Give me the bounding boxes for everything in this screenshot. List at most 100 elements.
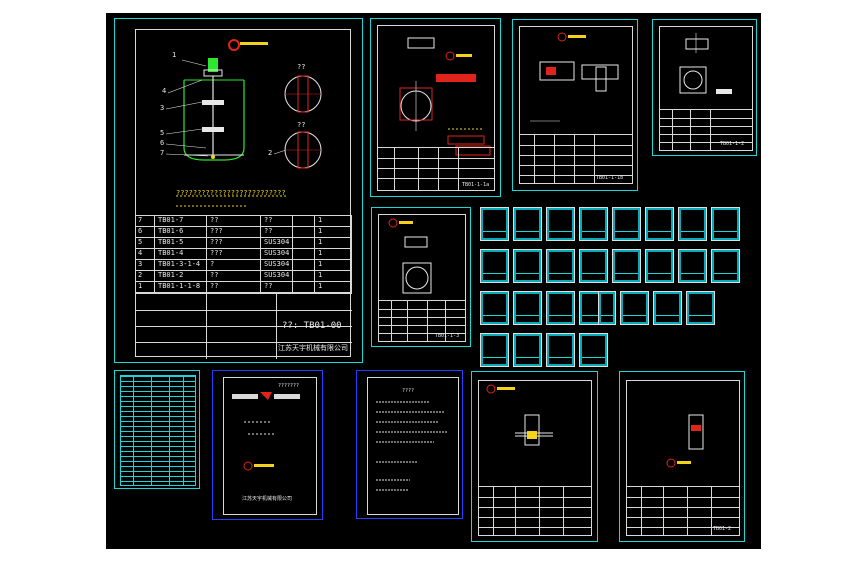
thumbnail-sheet[interactable]: [546, 249, 575, 283]
thumbnail-sheet[interactable]: [513, 291, 542, 325]
parts-cell-count: 1: [318, 227, 323, 235]
thumbnail-sheet[interactable]: [480, 207, 509, 241]
parts-cell-qty: SUS304: [264, 249, 290, 257]
parts-cell-qty: SUS304: [264, 271, 290, 279]
assembly-drawing-sheet[interactable]: 1 4 3 5 6 7 2 ?? ?? ????????????????????…: [114, 18, 363, 363]
parts-cell-name: ???: [210, 249, 223, 257]
detail-b-title-block: [520, 134, 632, 183]
thumbnail-sheet[interactable]: [612, 207, 641, 241]
bom-list-sheet[interactable]: [114, 370, 200, 489]
detail-sheet-c[interactable]: TB01-1-2: [652, 19, 757, 156]
parts-cell-name: ???: [210, 227, 223, 235]
bom-list-table: [121, 376, 195, 485]
thumbnail-sheet[interactable]: [546, 291, 575, 325]
parts-cell-code: TB01-7: [158, 216, 184, 224]
parts-cell-no: 4: [138, 249, 143, 257]
detail-sheet-f[interactable]: TB01-2: [619, 371, 745, 542]
detail-sheet-e[interactable]: [471, 371, 598, 542]
detail-sheet-b[interactable]: TB01-1-1b: [512, 19, 638, 191]
flange-section-drawing: [399, 37, 491, 156]
parts-cell-code: TB01-3-1-4: [158, 260, 201, 268]
detail-sheet-d[interactable]: TB01-1-3: [371, 207, 471, 347]
thumbnail-sheet[interactable]: [513, 249, 542, 283]
thumbnail-sheet[interactable]: [620, 291, 649, 325]
cover-graphics: [232, 392, 300, 471]
detail-f-drawing-no: TB01-2: [713, 526, 732, 532]
notes-text-lines: [376, 401, 448, 491]
parts-cell-no: 7: [138, 216, 143, 224]
parts-cell-count: 1: [318, 260, 323, 268]
thumbnail-sheet[interactable]: [579, 207, 608, 241]
assembly-drawing-frame: 1 4 3 5 6 7 2 ?? ?? ????????????????????…: [135, 29, 352, 359]
parts-cell-name: ?: [210, 260, 215, 268]
thumbnail-sheet[interactable]: [645, 249, 674, 283]
title-block: [136, 293, 352, 359]
thumbnail-sheet[interactable]: [546, 333, 575, 367]
parts-cell-name: ??: [210, 271, 219, 279]
parts-cell-no: 6: [138, 227, 143, 235]
parts-cell-code: TB01-5: [158, 238, 184, 246]
thumbnail-sheet[interactable]: [579, 249, 608, 283]
callout-1: 1: [172, 51, 177, 59]
company-name: 江苏天宇机械有限公司: [278, 344, 348, 352]
parts-cell-code: TB01-2: [158, 271, 184, 279]
parts-cell-no: 3: [138, 260, 143, 268]
pipe-section-drawing: [388, 218, 432, 294]
parts-cell-count: 1: [318, 249, 323, 257]
thumbnail-sheet[interactable]: [480, 333, 509, 367]
parts-cell-name: ??: [210, 282, 219, 290]
parts-cell-qty: ??: [264, 216, 273, 224]
detail-d-title-block: [379, 300, 465, 341]
thumbnail-sheet[interactable]: [579, 333, 608, 367]
shaft-coupling-drawing: [530, 32, 619, 122]
thumbnail-sheet[interactable]: [711, 249, 740, 283]
bushing-drawing: [679, 33, 732, 94]
thumbnail-sheet[interactable]: [546, 207, 575, 241]
thumbnail-sheet[interactable]: [598, 291, 616, 325]
parts-cell-no: 1: [138, 282, 143, 290]
section-label-bottom: ??: [297, 121, 306, 129]
detail-b-drawing-no: TB01-1-1b: [596, 175, 624, 181]
notes-title: ????: [402, 388, 415, 394]
detail-sheet-a[interactable]: TB01-1-1a: [370, 18, 501, 197]
notes-sheet[interactable]: ????: [356, 370, 463, 519]
detail-c-drawing-no: TB01-1-2: [720, 141, 745, 147]
callout-3: 3: [160, 104, 165, 112]
thumbnail-sheet[interactable]: [480, 291, 509, 325]
cover-sheet[interactable]: ??????? 江苏天宇机械有限公司: [212, 370, 323, 520]
thumbnail-sheet[interactable]: [678, 207, 707, 241]
technical-notes: ??????????????????????????: [176, 189, 286, 197]
cad-model-space[interactable]: 1 4 3 5 6 7 2 ?? ?? ????????????????????…: [106, 13, 761, 549]
thumbnail-sheet[interactable]: [612, 249, 641, 283]
thumbnail-sheet[interactable]: [678, 249, 707, 283]
parts-cell-code: TB01-6: [158, 227, 184, 235]
drawing-number: ??: TB01-00: [282, 321, 342, 331]
detail-e-title-block: [479, 486, 591, 535]
detail-c-title-block: [660, 109, 752, 150]
callout-5: 5: [160, 129, 165, 137]
callout-2: 2: [268, 149, 273, 157]
parts-list-table: [136, 215, 352, 293]
parts-cell-qty: ??: [264, 227, 273, 235]
thumbnail-sheet-grid[interactable]: [480, 207, 740, 367]
parts-cell-name: ???: [210, 238, 223, 246]
thumbnail-sheet[interactable]: [645, 207, 674, 241]
blade-drawing: [666, 414, 704, 468]
thumbnail-sheet[interactable]: [513, 207, 542, 241]
parts-cell-count: 1: [318, 238, 323, 246]
section-label-top: ??: [297, 63, 306, 71]
cover-title: ???????: [278, 383, 300, 389]
stirrer-hub-drawing: [486, 384, 553, 446]
parts-cell-count: 1: [318, 216, 323, 224]
thumbnail-sheet[interactable]: [513, 333, 542, 367]
thumbnail-sheet[interactable]: [686, 291, 715, 325]
cover-company: 江苏天宇机械有限公司: [242, 496, 293, 502]
agitator-assembly-view: [165, 39, 322, 207]
thumbnail-sheet[interactable]: [653, 291, 682, 325]
thumbnail-sheet[interactable]: [480, 249, 509, 283]
thumbnail-sheet[interactable]: [711, 207, 740, 241]
parts-cell-qty: SUS304: [264, 260, 290, 268]
parts-cell-qty: ??: [264, 282, 273, 290]
callout-4: 4: [162, 87, 167, 95]
detail-a-title-block: [378, 147, 494, 190]
